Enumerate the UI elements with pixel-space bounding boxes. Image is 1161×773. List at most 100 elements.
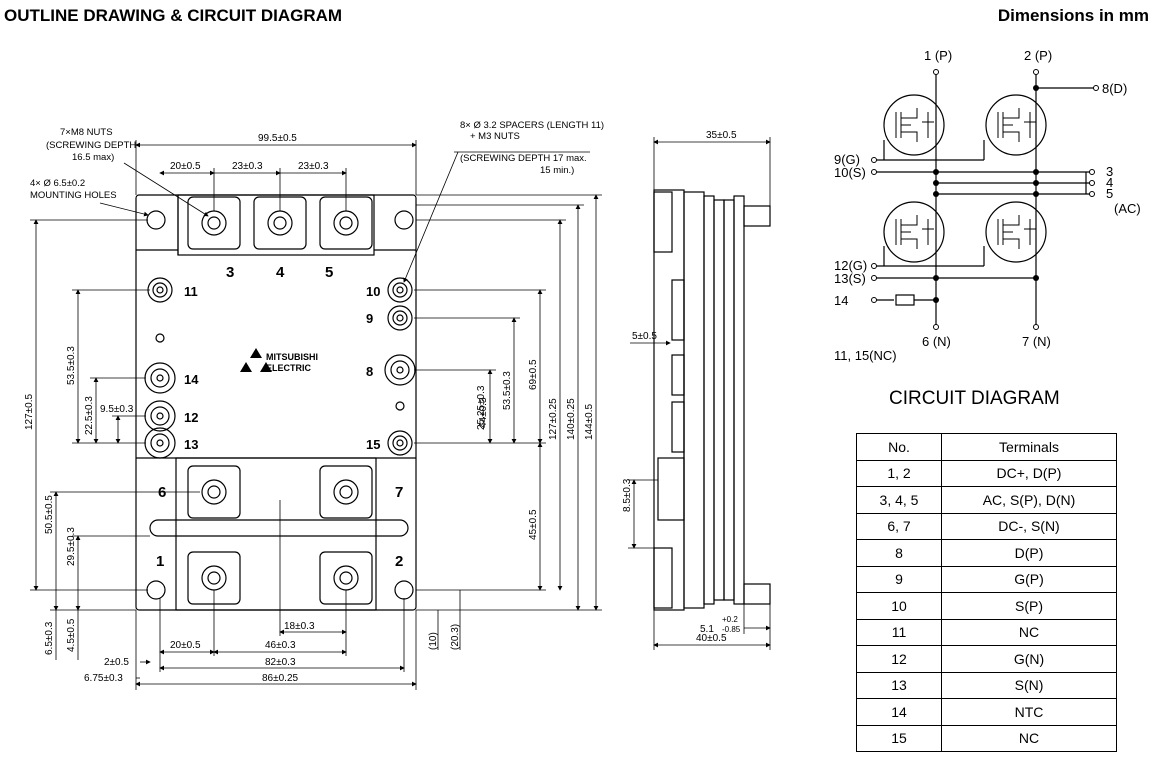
circuit-label-ac: (AC) <box>1114 201 1141 216</box>
terminal-label-15: 15 <box>366 437 380 452</box>
circuit-terminals <box>871 69 1099 330</box>
circuit-label-ac3: 3 <box>1106 164 1113 179</box>
cell-no: 14 <box>856 698 942 726</box>
dim-r140: 140±0.25 <box>566 398 577 440</box>
circuit-label-d8: 8(D) <box>1102 81 1127 96</box>
dim-h29-5: 29.5±0.3 <box>66 527 77 566</box>
dim-r44: 44±0.3 <box>478 397 489 428</box>
callout-nuts-2: (SCREWING DEPTH <box>46 140 136 151</box>
circuit-label-n7: 7 (N) <box>1022 334 1051 349</box>
dim-r25-25-label: 25.25±0.3 <box>476 385 487 430</box>
dim-side-40: 40±0.5 <box>696 633 727 644</box>
terminal-label-12: 12 <box>184 410 198 425</box>
mitsubishi-logo: MITSUBISHI ELECTRIC <box>240 348 318 373</box>
circuit-nodes <box>933 85 1039 303</box>
table-header-row: No. Terminals <box>856 433 1117 461</box>
logo-line-1: MITSUBISHI <box>266 352 318 362</box>
cell-no: 11 <box>856 618 942 646</box>
circuit-label-ntc14: 14 <box>834 293 848 308</box>
callout-spacers-1: 8× Ø 3.2 SPACERS (LENGTH 11) <box>460 120 604 131</box>
terminal-label-4: 4 <box>276 264 285 281</box>
cell-terminals: DC-, S(N) <box>941 512 1117 540</box>
outline-drawing-title: OUTLINE DRAWING & CIRCUIT DIAGRAM <box>4 6 343 25</box>
callout-spacers-2: + M3 NUTS <box>470 131 520 142</box>
dim-side-35: 35±0.5 <box>706 130 737 141</box>
terminal-label-9: 9 <box>366 311 373 326</box>
circuit-label-n6: 6 (N) <box>922 334 951 349</box>
circuit-diagram <box>876 72 1094 325</box>
dim-top-width: 99.5±0.5 <box>258 133 297 144</box>
dim-b20-3: (20.3) <box>450 624 461 650</box>
cell-terminals: G(N) <box>941 645 1117 673</box>
callout-holes-1: 4× Ø 6.5±0.2 <box>30 178 85 189</box>
cell-terminals: DC+, D(P) <box>941 459 1117 487</box>
terminal-label-11: 11 <box>184 284 198 299</box>
cell-no: 15 <box>856 724 942 752</box>
dim-h6-5: 6.5±0.3 <box>44 621 55 655</box>
dim-r53-5: 53.5±0.3 <box>502 371 513 410</box>
cell-terminals: NTC <box>941 698 1117 726</box>
circuit-label-ac5: 5 <box>1106 186 1113 201</box>
cell-terminals: D(P) <box>941 539 1117 567</box>
terminal-label-8: 8 <box>366 364 373 379</box>
dim-r127: 127±0.25 <box>548 398 559 440</box>
dim-side-5: 5±0.5 <box>632 331 657 342</box>
col-header-no: No. <box>856 433 942 461</box>
col-header-terminals: Terminals <box>941 433 1117 461</box>
dim-b10: (10) <box>428 632 439 650</box>
dim-b86: 86±0.25 <box>262 673 299 684</box>
cell-no: 9 <box>856 565 942 593</box>
callout-holes-2: MOUNTING HOLES <box>30 190 117 201</box>
cell-terminals: NC <box>941 618 1117 646</box>
cell-terminals: G(P) <box>941 565 1117 593</box>
circuit-label-g12: 12(G) <box>834 258 867 273</box>
dim-top-a: 20±0.5 <box>170 161 201 172</box>
cell-terminals: S(N) <box>941 671 1117 699</box>
terminal-label-10: 10 <box>366 284 380 299</box>
circuit-label-g9: 9(G) <box>834 152 860 167</box>
circuit-label-p2: 2 (P) <box>1024 48 1052 63</box>
dim-r45: 45±0.5 <box>528 509 539 540</box>
cell-terminals: S(P) <box>941 592 1117 620</box>
circuit-label-s13: 13(S) <box>834 271 866 286</box>
dim-h127: 127±0.5 <box>24 393 35 430</box>
dim-h9-5: 9.5±0.3 <box>100 404 134 415</box>
dim-h53-5-left: 53.5±0.3 <box>66 346 77 385</box>
terminal-label-6: 6 <box>158 484 166 501</box>
terminal-label-13: 13 <box>184 437 198 452</box>
terminal-label-14: 14 <box>184 372 199 387</box>
dim-h50-5: 50.5±0.5 <box>44 495 55 534</box>
dim-h4-5: 4.5±0.5 <box>66 618 77 652</box>
dim-r144: 144±0.5 <box>584 403 595 440</box>
cell-no: 12 <box>856 645 942 673</box>
circuit-label-p1: 1 (P) <box>924 48 952 63</box>
dim-top-b: 23±0.3 <box>232 161 263 172</box>
callout-nuts-1: 7×M8 NUTS <box>60 127 113 138</box>
terminal-label-3: 3 <box>226 264 234 281</box>
dim-r69: 69±0.5 <box>528 359 539 390</box>
dim-b20: 20±0.5 <box>170 640 201 651</box>
dim-b46: 46±0.3 <box>265 640 296 651</box>
circuit-label-ac4: 4 <box>1106 175 1113 190</box>
dim-b2: 2±0.5 <box>104 657 129 668</box>
circuit-label-nc: 11, 15(NC) <box>834 348 897 363</box>
circuit-label-s10: 10(S) <box>834 165 866 180</box>
module-outline-front <box>135 194 417 611</box>
dim-b82: 82±0.3 <box>265 657 296 668</box>
cell-terminals: NC <box>941 724 1117 752</box>
dim-b18: 18±0.3 <box>284 621 315 632</box>
terminal-label-2: 2 <box>395 553 403 570</box>
cell-no: 10 <box>856 592 942 620</box>
dim-side-5-1: 5.1 <box>700 624 714 635</box>
dim-top-c: 23±0.3 <box>298 161 329 172</box>
cell-no: 3, 4, 5 <box>856 486 942 514</box>
